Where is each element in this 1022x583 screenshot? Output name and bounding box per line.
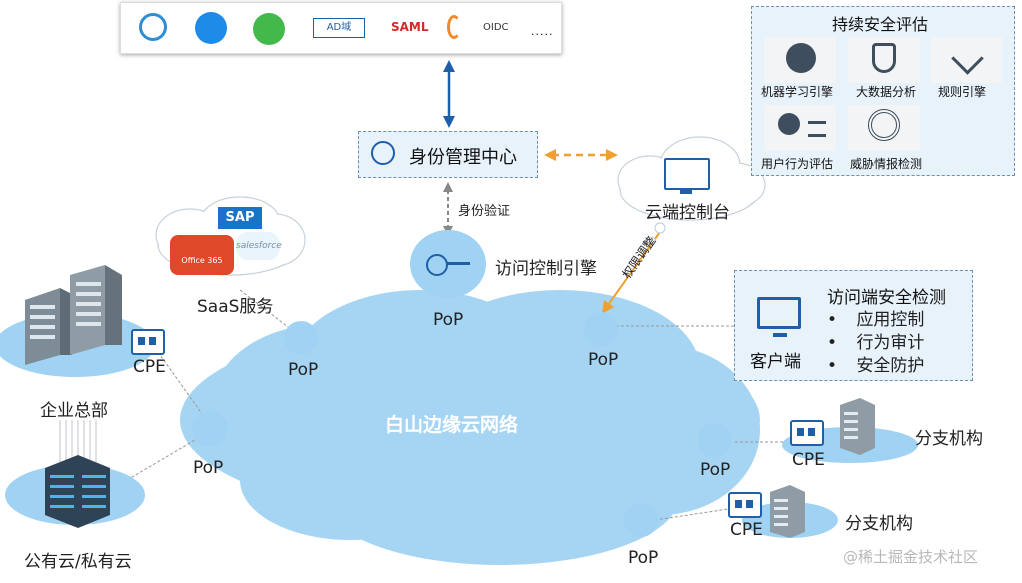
dc-lines [59,420,97,462]
cpe-device-branch1[interactable] [790,420,824,446]
branch2-building-icon [770,485,805,538]
core-network-label: 白山边缘云网络 [385,414,519,436]
cpe-device-hq[interactable] [131,329,165,355]
cpe-label-branch2: CPE [730,520,763,540]
client-item-2: • 行为审计 [827,328,924,353]
watermark: @稀土掘金技术社区 [843,548,979,566]
sap-label: SAP [225,210,255,225]
datacenter-servers-icon [45,455,110,528]
pop-node-branch1[interactable] [698,423,732,457]
cpe-device-branch2[interactable] [728,492,762,518]
user-behavior-tile[interactable] [764,105,836,151]
identity-center-box[interactable]: 身份管理中心 [358,131,538,178]
arrow-console-pop [602,231,661,314]
rule-engine-tile[interactable] [930,37,1002,83]
arrow-identity-engine [443,182,453,236]
big-data-label: 大数据分析 [856,85,917,99]
arrow-identity-console [544,149,618,161]
identity-center-label: 身份管理中心 [409,147,517,168]
ml-engine-label: 机器学习引擎 [761,85,834,99]
security-eval-panel: 持续安全评估 机器学习引擎 大数据分析 规则引擎 用户行为评估 威胁情报检测 [751,6,1015,176]
console-stand [680,190,692,194]
client-panel: 客户端 访问端安全检测 • 应用控制 • 行为审计 • 安全防护 [734,270,973,381]
client-item-label: 安全防护 [856,356,925,376]
client-monitor-stand [773,333,787,337]
oidc-label: OIDC [483,22,509,33]
salesforce-label: salesforce [236,241,282,251]
more-providers: ..... [531,25,554,38]
radar-icon [868,109,900,141]
client-monitor-icon[interactable] [757,297,801,329]
bullet: • [827,356,838,376]
list-lines-icon [808,121,826,137]
client-item-label: 应用控制 [856,310,925,330]
client-item-label: 行为审计 [856,333,925,353]
console-label: 云端控制台 [645,203,730,223]
ml-head-icon [786,43,816,73]
pop-label-saas: PoP [288,360,319,380]
office365-logo: Office 365 [170,235,234,275]
pop-label-branch2: PoP [628,548,659,568]
ml-engine-tile[interactable] [764,37,836,83]
bullet: • [827,310,838,330]
big-data-tile[interactable] [848,37,920,83]
ad-domain-badge: AD域 [313,18,365,38]
engine-label: 访问控制引擎 [495,259,597,279]
client-item-3: • 安全防护 [827,351,924,376]
user-behavior-label: 用户行为评估 [761,157,834,171]
auth-provider-bar: AD域 SAML OIDC ..... [120,2,562,54]
ad-label: AD域 [326,22,352,33]
client-title: 访问端安全检测 [827,288,946,308]
rule-engine-label: 规则引擎 [938,85,987,99]
saml-logo: SAML [391,20,429,34]
pop-node-saas[interactable] [284,321,318,355]
shield-chart-icon [872,43,896,73]
teams-icon [139,13,167,41]
pop-label-branch1: PoP [700,460,731,480]
cloud-dc-label: 公有云/私有云 [24,552,132,572]
user-icon [371,141,395,165]
saas-label: SaaS服务 [197,297,274,317]
auth-link-label: 身份验证 [458,204,511,219]
oidc-icon [447,15,461,39]
client-label: 客户端 [750,352,801,372]
pop-node-client[interactable] [584,312,618,346]
hq-building-icon [25,265,122,365]
hq-label: 企业总部 [40,401,108,421]
wechat-icon [253,13,285,45]
client-item-1: • 应用控制 [827,305,924,330]
pop-node-branch2[interactable] [624,503,658,537]
salesforce-logo: salesforce [236,232,282,260]
cpe-label-hq: CPE [133,357,166,377]
branch1-label: 分支机构 [915,429,983,449]
key-shaft [446,262,470,265]
branch1-building-icon [840,398,875,455]
pop-label-hq: PoP [193,458,224,478]
security-eval-title: 持续安全评估 [832,15,929,34]
arrow-top-identity [443,60,455,128]
pop-label-client: PoP [588,350,619,370]
user-search-icon [778,113,800,135]
rule-nodes-icon [951,42,984,75]
threat-intel-label: 威胁情报检测 [850,157,923,171]
pop-label-engine: PoP [433,310,464,330]
sap-logo: SAP [218,207,262,229]
cpe-label-branch1: CPE [792,450,825,470]
threat-intel-tile[interactable] [848,105,920,151]
dingtalk-icon [195,12,227,44]
branch2-label: 分支机构 [845,514,913,534]
key-icon [426,254,448,276]
pop-node-hq[interactable] [192,411,228,447]
office365-label: Office 365 [181,256,223,265]
core-network-cloud [180,290,760,565]
console-monitor-icon[interactable] [664,158,710,190]
bullet: • [827,333,838,353]
